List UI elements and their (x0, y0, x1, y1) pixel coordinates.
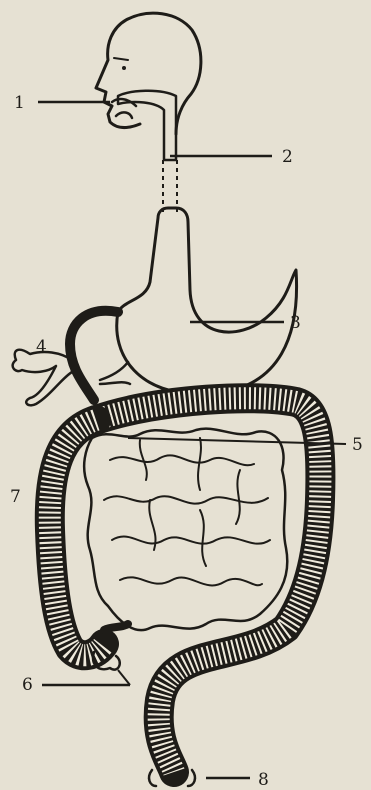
label-7: 7 (10, 487, 21, 507)
eye (122, 66, 126, 70)
label-8: 8 (258, 770, 269, 790)
label-6: 6 (22, 675, 33, 695)
bile-branch (100, 362, 130, 384)
small-intestine-folds (104, 438, 270, 585)
small-intestine-link (104, 624, 128, 630)
leader-6-tick (118, 670, 130, 685)
label-2: 2 (282, 147, 293, 167)
head-outline (96, 13, 201, 134)
eyebrow (114, 58, 128, 60)
duodenum-inner (70, 311, 118, 400)
label-5: 5 (352, 435, 363, 455)
label-4: 4 (36, 337, 47, 357)
stomach (117, 208, 297, 394)
liver-duct (13, 350, 72, 406)
label-3: 3 (290, 313, 301, 333)
label-1: 1 (14, 93, 25, 113)
